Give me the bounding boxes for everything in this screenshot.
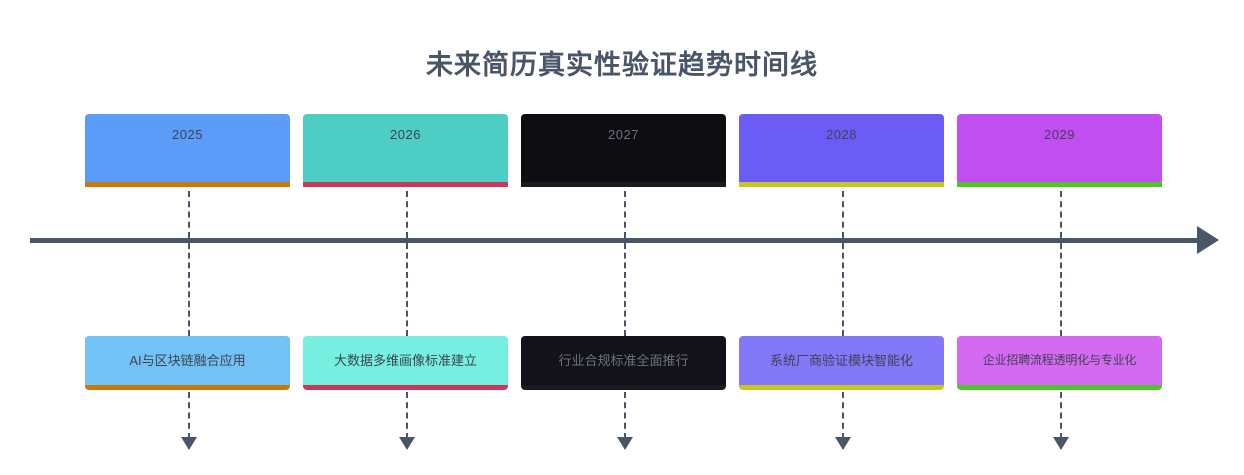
timeline-axis: [30, 238, 1205, 243]
connector-tail-arrow-icon: [616, 437, 633, 450]
connector-tail-arrow-icon: [398, 437, 415, 450]
connector-tail-arrow-icon: [1052, 437, 1069, 450]
year-label: 2026: [390, 127, 421, 142]
connector-upper: [623, 191, 626, 238]
page-title: 未来简历真实性验证趋势时间线: [426, 50, 818, 80]
year-card-2025[interactable]: 2025: [85, 114, 290, 187]
connector-tail: [1059, 392, 1062, 439]
connector-upper: [1059, 191, 1062, 238]
connector-upper: [405, 191, 408, 238]
connector-tail-arrow-icon: [180, 437, 197, 450]
connector-lower: [187, 243, 190, 336]
event-card-2028[interactable]: 系统厂商验证模块智能化: [739, 336, 944, 390]
connector-tail: [841, 392, 844, 439]
year-card-2029[interactable]: 2029: [957, 114, 1162, 187]
connector-tail: [405, 392, 408, 439]
timeline-axis-arrow-icon: [1197, 226, 1219, 254]
connector-upper: [841, 191, 844, 238]
connector-lower: [405, 243, 408, 336]
connector-tail: [187, 392, 190, 439]
event-label: 大数据多维画像标准建立: [333, 353, 477, 368]
year-label: 2027: [608, 127, 639, 142]
event-card-2027[interactable]: 行业合规标准全面推行: [521, 336, 726, 390]
connector-lower: [623, 243, 626, 336]
connector-lower: [1059, 243, 1062, 336]
connector-lower: [841, 243, 844, 336]
year-card-2026[interactable]: 2026: [303, 114, 508, 187]
event-card-2029[interactable]: 企业招聘流程透明化与专业化: [957, 336, 1162, 390]
year-card-2027[interactable]: 2027: [521, 114, 726, 187]
event-card-2025[interactable]: AI与区块链融合应用: [85, 336, 290, 390]
event-label: 企业招聘流程透明化与专业化: [982, 353, 1137, 367]
event-card-2026[interactable]: 大数据多维画像标准建立: [303, 336, 508, 390]
event-label: 行业合规标准全面推行: [558, 353, 689, 368]
event-label: AI与区块链融合应用: [129, 353, 246, 368]
year-card-2028[interactable]: 2028: [739, 114, 944, 187]
connector-upper: [187, 191, 190, 238]
connector-tail-arrow-icon: [834, 437, 851, 450]
year-label: 2028: [826, 127, 857, 142]
year-label: 2025: [172, 127, 203, 142]
connector-tail: [623, 392, 626, 439]
year-label: 2029: [1044, 127, 1075, 142]
event-label: 系统厂商验证模块智能化: [769, 353, 913, 368]
